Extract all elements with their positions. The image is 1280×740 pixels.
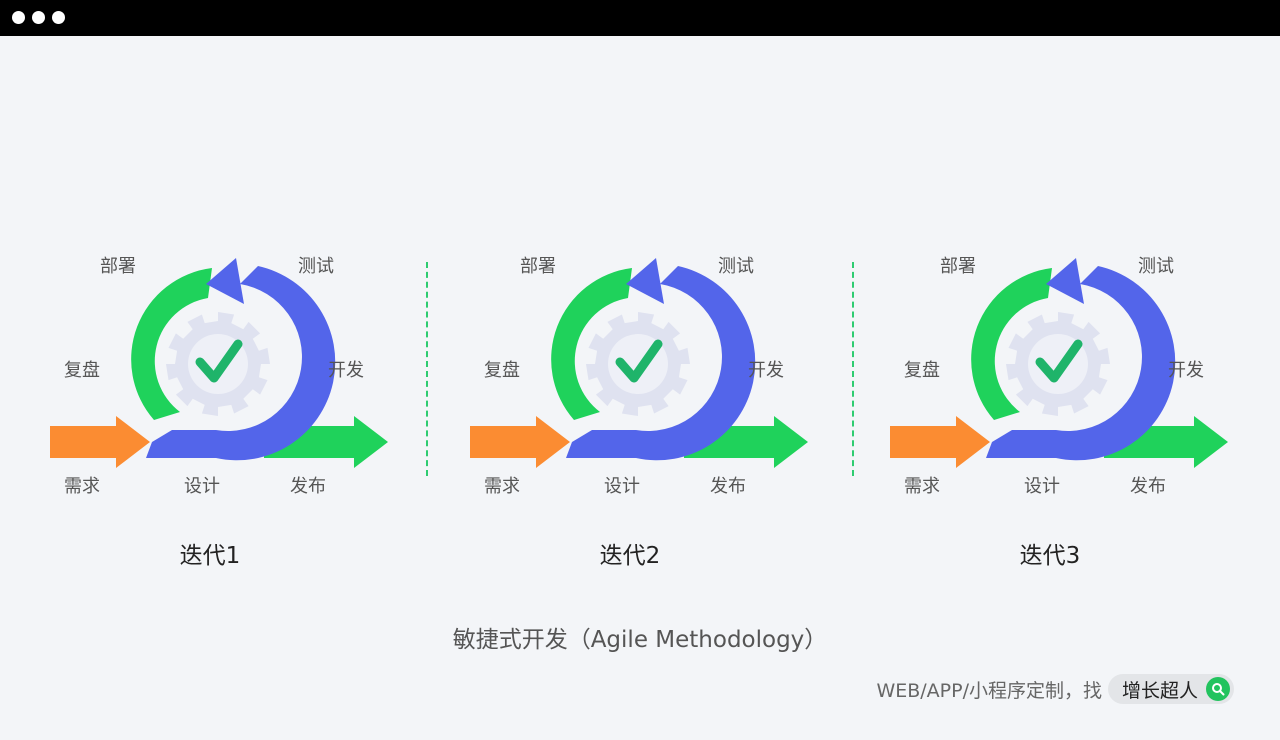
stage-label-design: 设计 bbox=[1024, 476, 1060, 497]
design-develop-arrow bbox=[566, 266, 756, 461]
iteration-title: 迭代3 bbox=[1019, 543, 1081, 569]
diagram-caption: 敏捷式开发（Agile Methodology） bbox=[452, 627, 828, 653]
stage-label-test: 测试 bbox=[298, 256, 334, 277]
check-icon bbox=[1035, 339, 1083, 383]
design-develop-arrow bbox=[986, 266, 1176, 461]
stage-label-release: 发布 bbox=[1130, 476, 1166, 497]
stage-label-design: 设计 bbox=[184, 476, 220, 497]
footer: WEB/APP/小程序定制，找 增长超人 bbox=[876, 674, 1234, 704]
stage-label-develop: 开发 bbox=[328, 360, 364, 381]
brand-search-button[interactable]: 增长超人 bbox=[1107, 674, 1234, 704]
stage-label-review: 复盘 bbox=[904, 360, 940, 381]
review-deploy-arrow bbox=[551, 268, 632, 420]
test-arrowhead bbox=[206, 258, 244, 304]
window-control-dot[interactable] bbox=[32, 11, 45, 24]
requirement-arrow bbox=[890, 416, 990, 468]
stage-label-develop: 开发 bbox=[748, 360, 784, 381]
review-deploy-arrow bbox=[971, 268, 1052, 420]
stage-label-test: 测试 bbox=[1138, 256, 1174, 277]
divider bbox=[852, 262, 854, 476]
footer-text: WEB/APP/小程序定制，找 bbox=[876, 679, 1102, 702]
window-control-dot[interactable] bbox=[12, 11, 25, 24]
iteration-title: 迭代2 bbox=[599, 543, 661, 569]
stage-label-test: 测试 bbox=[718, 256, 754, 277]
check-icon bbox=[195, 339, 243, 383]
stage-label-release: 发布 bbox=[290, 476, 326, 497]
stage-label-deploy: 部署 bbox=[940, 256, 976, 277]
stage-label-requirement: 需求 bbox=[484, 476, 520, 497]
title-bar bbox=[0, 0, 1280, 36]
iteration-title: 迭代1 bbox=[179, 543, 241, 569]
requirement-arrow bbox=[50, 416, 150, 468]
stage-label-requirement: 需求 bbox=[64, 476, 100, 497]
stage-label-release: 发布 bbox=[710, 476, 746, 497]
search-icon bbox=[1206, 677, 1230, 701]
stage-label-review: 复盘 bbox=[64, 360, 100, 381]
review-deploy-arrow bbox=[131, 268, 212, 420]
iteration-diagram: 部署 测试复盘 开发需求 设计 发布迭代1 bbox=[30, 240, 390, 570]
brand-name: 增长超人 bbox=[1121, 679, 1198, 702]
test-arrowhead bbox=[626, 258, 664, 304]
check-icon bbox=[615, 339, 663, 383]
stage-label-review: 复盘 bbox=[484, 360, 520, 381]
stage-label-deploy: 部署 bbox=[100, 256, 136, 277]
iteration-diagram: 部署 测试复盘 开发需求 设计 发布迭代3 bbox=[870, 240, 1230, 570]
stage-label-develop: 开发 bbox=[1168, 360, 1204, 381]
design-develop-arrow bbox=[146, 266, 336, 461]
stage-label-deploy: 部署 bbox=[520, 256, 556, 277]
stage-label-design: 设计 bbox=[604, 476, 640, 497]
iteration-diagram: 部署 测试复盘 开发需求 设计 发布迭代2 bbox=[450, 240, 810, 570]
divider bbox=[426, 262, 428, 476]
stage-label-requirement: 需求 bbox=[904, 476, 940, 497]
requirement-arrow bbox=[470, 416, 570, 468]
window-control-dot[interactable] bbox=[52, 11, 65, 24]
test-arrowhead bbox=[1046, 258, 1084, 304]
